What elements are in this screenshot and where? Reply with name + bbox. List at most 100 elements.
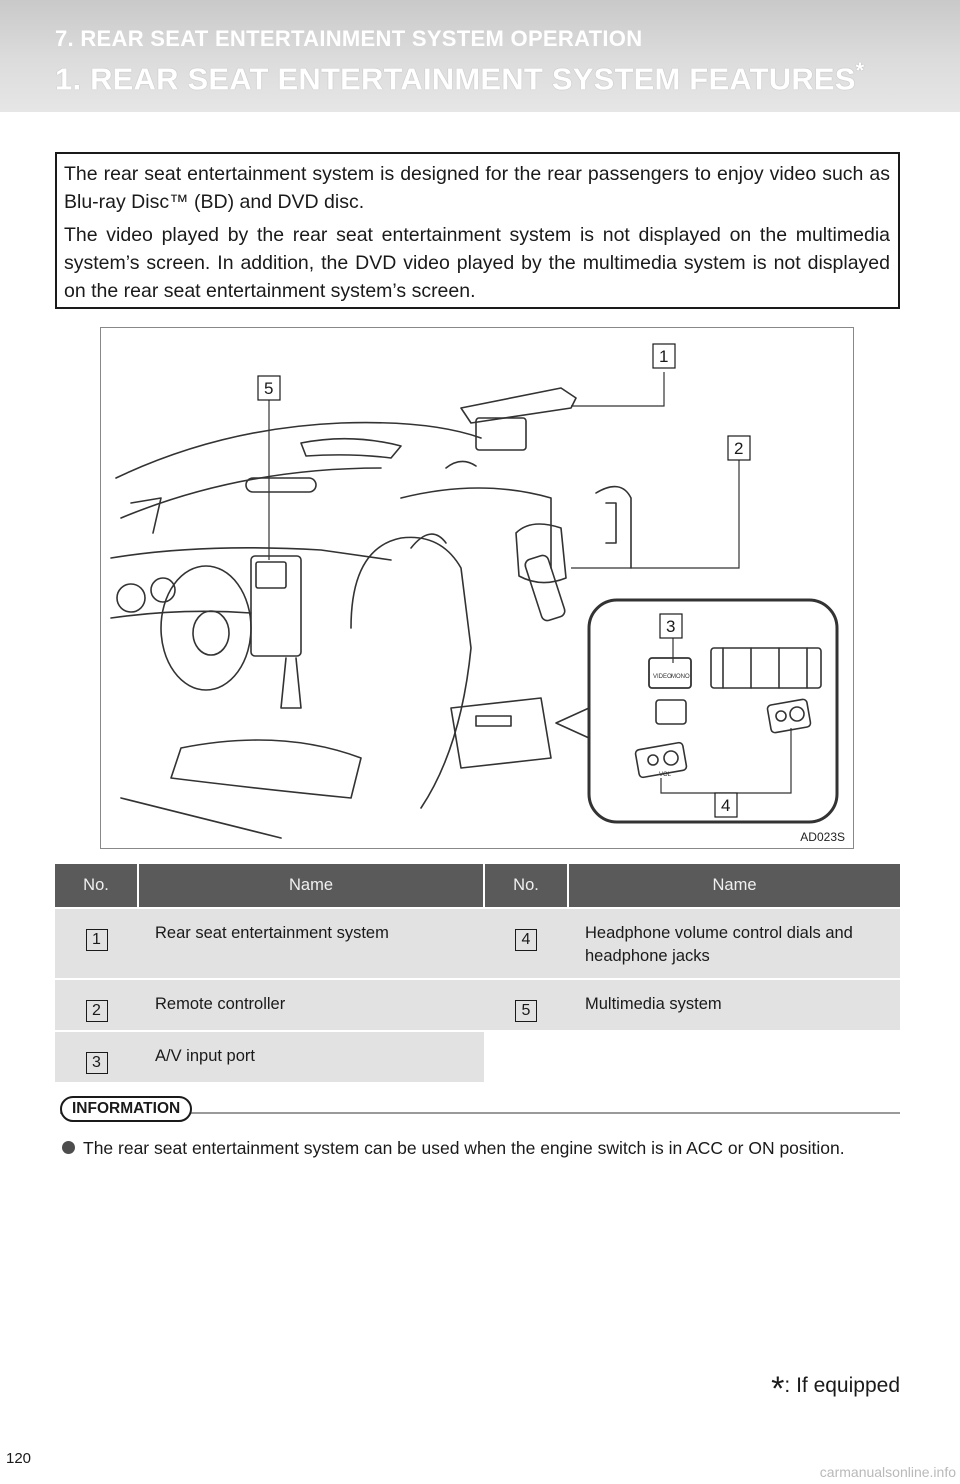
information-rule — [60, 1112, 900, 1114]
headphone-panel-left — [634, 741, 688, 779]
inset-pointer — [555, 707, 590, 739]
front-headrest — [410, 533, 447, 549]
headphone-jack-right — [775, 710, 787, 722]
section-header-band: 7. REAR SEAT ENTERTAINMENT SYSTEM OPERAT… — [0, 0, 960, 112]
leader-4 — [660, 728, 792, 794]
item-number-box: 4 — [515, 929, 537, 951]
footnote-text: : If equipped — [784, 1374, 900, 1397]
remote-controller — [524, 554, 566, 622]
item-number-box: 3 — [85, 1052, 108, 1074]
front-seat-cushion — [170, 739, 362, 799]
callout-3: 3 — [666, 617, 675, 636]
door-pillar — [595, 485, 632, 569]
table-header-no-2: No. — [484, 864, 569, 908]
table-cell-empty — [484, 1030, 568, 1082]
callout-box-1 — [652, 343, 676, 369]
callout-5: 5 — [264, 379, 273, 398]
floor-line — [120, 797, 282, 839]
port-label-video: VIDEO — [653, 674, 672, 680]
table-cell-no: 3 — [55, 1030, 138, 1082]
gauge-left — [116, 583, 146, 613]
headphone-jack-left — [647, 754, 659, 766]
table-row: 2 Remote controller 5 Multimedia system — [55, 978, 900, 1031]
table-cell-name: Multimedia system — [568, 978, 900, 1031]
table-cell-name: Remote controller — [138, 978, 484, 1031]
sun-visor — [300, 437, 402, 459]
bullet-icon — [62, 1141, 75, 1154]
multimedia-screen — [255, 561, 287, 589]
page-title: 1. REAR SEAT ENTERTAINMENT SYSTEM FEATUR… — [55, 58, 864, 97]
port-label-mono: MONO — [671, 674, 690, 680]
windshield-line — [115, 421, 482, 479]
information-label: INFORMATION — [60, 1096, 193, 1122]
callout-box-3 — [659, 613, 683, 639]
grab-handle — [445, 460, 477, 469]
a-pillar — [130, 497, 162, 534]
information-item: The rear seat entertainment system can b… — [60, 1136, 900, 1160]
steering-hub — [192, 610, 230, 656]
callout-2: 2 — [734, 439, 743, 458]
gear-shifter — [280, 657, 302, 709]
storage-slot — [655, 699, 687, 725]
dashboard — [110, 546, 392, 561]
port-label-vol: VOL — [659, 772, 672, 778]
information-text: The rear seat entertainment system can b… — [83, 1138, 845, 1158]
table-cell-no: 1 — [55, 907, 138, 979]
item-number-box: 2 — [85, 1000, 108, 1022]
front-seat-back — [350, 536, 472, 809]
rear-panel-inset — [587, 598, 839, 824]
item-number-box: 1 — [85, 929, 108, 951]
figure-code: AD023S — [800, 830, 845, 844]
table-header-name-1: Name — [138, 864, 485, 908]
table-header-no-1: No. — [55, 864, 139, 908]
page-number: 120 — [6, 1450, 32, 1467]
interior-line-drawing: VIDEO MONO VOL 1 2 3 4 5 — [110, 343, 839, 839]
page-title-text: 1. REAR SEAT ENTERTAINMENT SYSTEM FEATUR… — [55, 61, 856, 97]
overhead-monitor-housing — [460, 387, 577, 424]
volume-dial-right — [789, 706, 805, 722]
callout-1: 1 — [659, 347, 668, 366]
table-cell-name: Rear seat entertainment system — [138, 907, 484, 979]
rear-console — [450, 697, 552, 769]
table-cell-name: A/V input port — [138, 1030, 484, 1082]
av-input-port — [648, 657, 692, 689]
rear-headrest — [515, 523, 567, 584]
watermark: carmanualsonline.info — [819, 1464, 956, 1480]
footnote: *: If equipped — [771, 1370, 900, 1409]
volume-dial-left — [663, 750, 679, 766]
roof-line — [120, 467, 382, 519]
table-header-row: No. Name No. Name — [55, 864, 900, 908]
rear-door-frame — [400, 487, 552, 569]
information-section: INFORMATION The rear seat entertainment … — [60, 1096, 900, 1160]
component-table: No. Name No. Name 1 Rear seat entertainm… — [55, 864, 900, 1082]
overhead-monitor-screen — [475, 417, 527, 451]
intro-box: The rear seat entertainment system is de… — [55, 152, 900, 309]
rear-vent — [710, 647, 822, 689]
table-row: 3 A/V input port — [55, 1030, 900, 1082]
steering-wheel — [160, 565, 252, 691]
table-cell-name: Headphone volume control dials and headp… — [568, 907, 900, 979]
callout-box-2 — [727, 435, 751, 461]
intro-paragraph-1: The rear seat entertainment system is de… — [64, 163, 890, 213]
footnote-star: * — [771, 1370, 785, 1408]
vehicle-interior-illustration: VIDEO MONO VOL 1 2 3 4 5 AD023S — [100, 327, 854, 849]
if-equipped-mark: * — [855, 58, 865, 83]
callout-4: 4 — [721, 796, 730, 815]
table-header-name-2: Name — [568, 864, 900, 908]
side-window — [605, 502, 617, 544]
center-stack — [250, 555, 302, 657]
callout-box-4 — [714, 792, 738, 818]
dash-lower — [110, 610, 252, 619]
table-cell-no: 2 — [55, 978, 138, 1031]
rear-view-mirror — [245, 477, 317, 493]
gauge-right — [150, 577, 176, 603]
leader-1 — [571, 372, 665, 407]
table-row: 1 Rear seat entertainment system 4 Headp… — [55, 907, 900, 979]
leader-2 — [571, 460, 740, 569]
item-number-box: 5 — [515, 1000, 537, 1022]
intro-paragraph-2: The video played by the rear seat entert… — [64, 224, 890, 302]
table-cell-no: 5 — [484, 978, 568, 1031]
section-label: 7. REAR SEAT ENTERTAINMENT SYSTEM OPERAT… — [55, 26, 643, 51]
table-cell-empty — [568, 1030, 900, 1082]
callout-box-5 — [257, 375, 281, 401]
